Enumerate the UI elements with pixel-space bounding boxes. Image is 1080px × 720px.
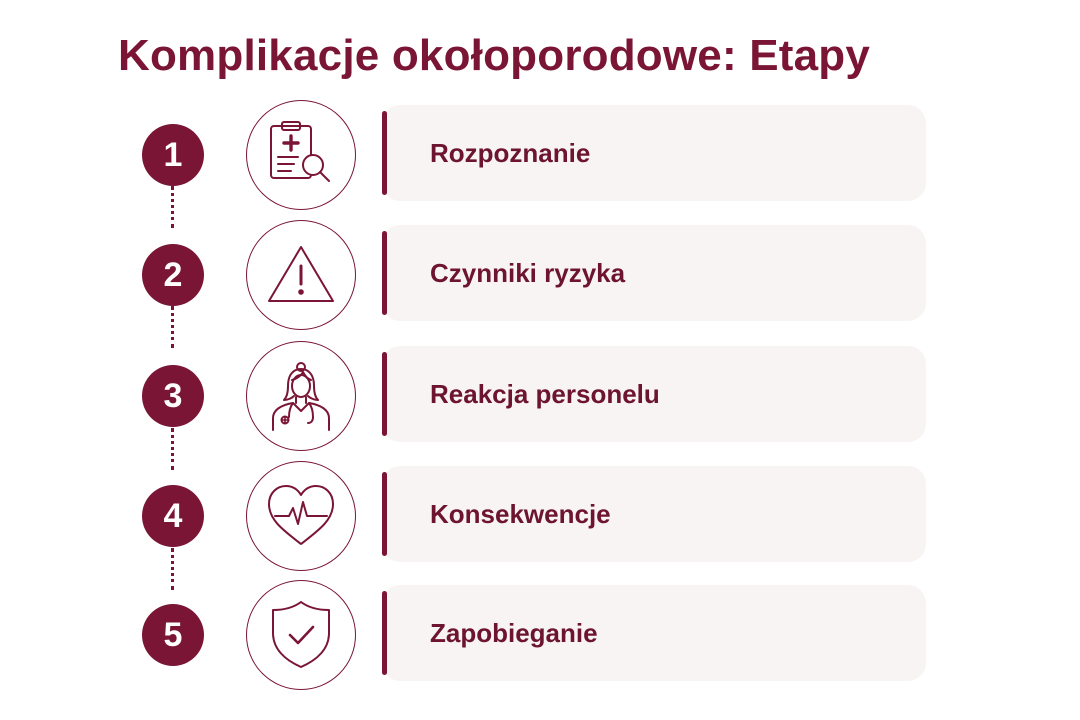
card-accent-bar (382, 111, 387, 195)
card-accent-bar (382, 231, 387, 315)
step-item: 4 Konsekwencje (0, 461, 1080, 577)
step-connector (171, 428, 174, 470)
step-label: Reakcja personelu (430, 379, 660, 409)
step-icon-circle (246, 100, 356, 210)
page-title: Komplikacje okołoporodowe: Etapy (118, 31, 871, 80)
step-label: Czynniki ryzyka (430, 258, 626, 288)
step-number-badge: 2 (142, 244, 204, 306)
step-item: 5 Zapobieganie (0, 580, 1080, 696)
step-icon-circle (246, 341, 356, 451)
card-accent-bar (382, 472, 387, 556)
step-number-badge: 3 (142, 365, 204, 427)
clipboard-magnifier-icon (270, 121, 330, 182)
step-item: 2 Czynniki ryzyka (0, 220, 1080, 336)
step-card: Reakcja personelu (382, 346, 926, 442)
step-icon-circle (246, 461, 356, 571)
step-card: Rozpoznanie (382, 105, 926, 201)
step-label: Rozpoznanie (430, 138, 591, 168)
shield-check-icon (272, 601, 330, 668)
card-accent-bar (382, 591, 387, 675)
warning-triangle-icon (268, 246, 334, 302)
step-label: Konsekwencje (430, 499, 611, 529)
step-card: Czynniki ryzyka (382, 225, 926, 321)
step-item: 1 Rozpoznanie (0, 100, 1080, 216)
step-connector (171, 186, 174, 228)
step-number-badge: 5 (142, 604, 204, 666)
step-number-badge: 1 (142, 124, 204, 186)
step-icon-circle (246, 580, 356, 690)
step-icon-circle (246, 220, 356, 330)
card-accent-bar (382, 352, 387, 436)
step-card: Konsekwencje (382, 466, 926, 562)
medical-staff-icon (272, 362, 330, 431)
step-card: Zapobieganie (382, 585, 926, 681)
step-label: Zapobieganie (430, 618, 598, 648)
step-connector (171, 548, 174, 590)
step-item: 3 Reakcja personelu (0, 341, 1080, 457)
step-connector (171, 306, 174, 348)
heart-pulse-icon (268, 485, 334, 545)
step-number-badge: 4 (142, 485, 204, 547)
